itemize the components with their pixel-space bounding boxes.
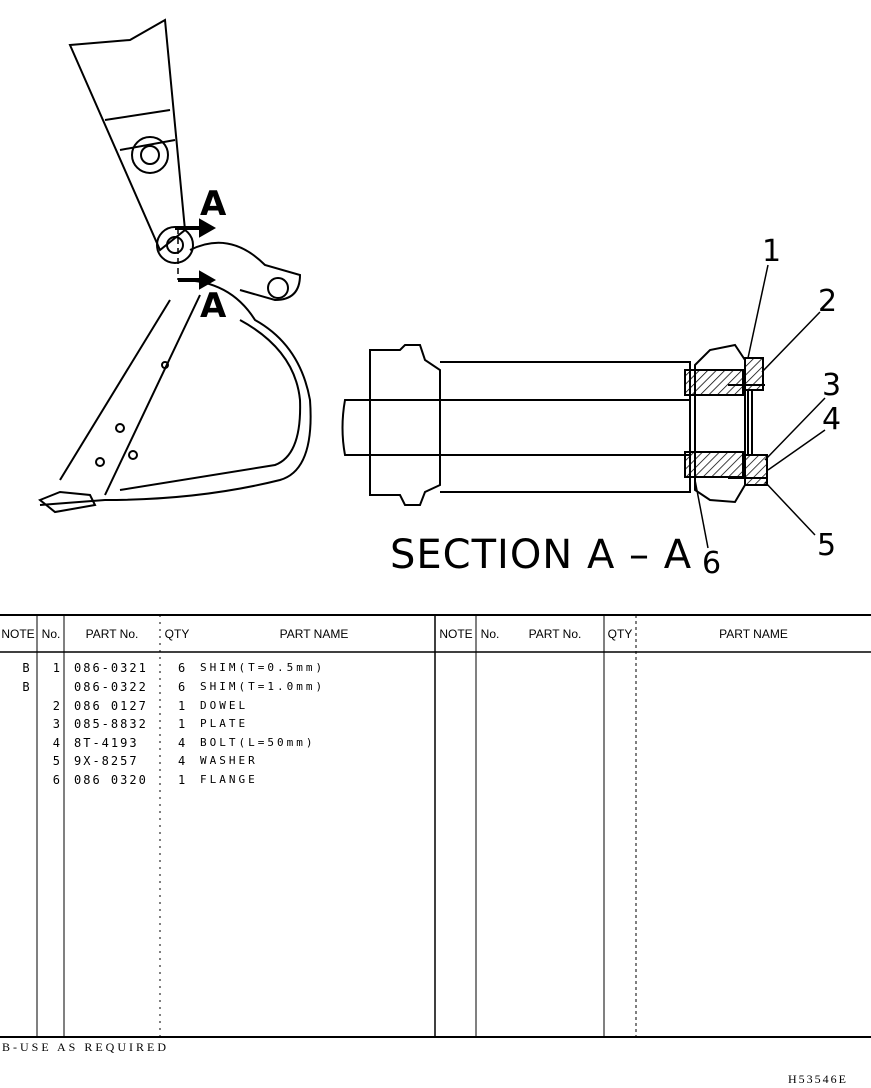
exploded-view-drawing (38, 18, 826, 549)
cell-part-no: 8T-4193 (74, 736, 139, 750)
header-qty-right: QTY (607, 627, 633, 641)
cell-part-name: FLANGE (200, 773, 258, 786)
cell-part-name: WASHER (200, 754, 258, 767)
cell-part-no: 086-0322 (74, 680, 148, 694)
table-row: 6 086 0320 1 FLANGE (0, 773, 440, 791)
cell-qty: 1 (178, 717, 186, 731)
cell-no: 1 (52, 661, 60, 675)
cell-part-name: DOWEL (200, 699, 249, 712)
cell-no: 3 (52, 717, 60, 731)
footnote: B-USE AS REQUIRED (2, 1040, 170, 1054)
cell-note: B (22, 680, 30, 694)
header-part-no: PART No. (85, 627, 139, 641)
table-row: 4 8T-4193 4 BOLT(L=50mm) (0, 736, 440, 754)
header-no-right: No. (480, 627, 500, 641)
cell-qty: 1 (178, 773, 186, 787)
cell-part-name: BOLT(L=50mm) (200, 736, 316, 749)
cell-qty: 6 (178, 680, 186, 694)
cell-qty: 1 (178, 699, 186, 713)
header-note: NOTE (1, 627, 35, 641)
cell-qty: 4 (178, 754, 186, 768)
cell-no: 4 (52, 736, 60, 750)
cell-qty: 4 (178, 736, 186, 750)
cell-no: 6 (52, 773, 60, 787)
table-row: 2 086 0127 1 DOWEL (0, 699, 440, 717)
header-note-right: NOTE (439, 627, 473, 641)
section-letter-top: A (200, 184, 227, 224)
cell-part-name: PLATE (200, 717, 249, 730)
callout-3: 3 (822, 368, 842, 403)
cell-part-no: 086-0321 (74, 661, 148, 675)
cell-part-name: SHIM(T=0.5mm) (200, 661, 326, 674)
cell-qty: 6 (178, 661, 186, 675)
callout-5: 5 (817, 528, 837, 563)
parts-table-grid (0, 614, 871, 1038)
cell-part-no: 9X-8257 (74, 754, 139, 768)
table-row: 5 9X-8257 4 WASHER (0, 754, 440, 772)
callout-4: 4 (822, 402, 842, 437)
table-row: B 1 086-0321 6 SHIM(T=0.5mm) (0, 661, 440, 679)
cell-no: 2 (52, 699, 60, 713)
drawing-code: H53546E (788, 1072, 848, 1086)
cell-no: 5 (52, 754, 60, 768)
header-no: No. (41, 627, 61, 641)
cell-note: B (22, 661, 30, 675)
header-part-name: PART NAME (279, 627, 349, 641)
section-title: SECTION A – A (390, 532, 693, 578)
cell-part-no: 086 0320 (74, 773, 148, 787)
section-letter-bottom: A (200, 286, 227, 326)
cell-part-name: SHIM(T=1.0mm) (200, 680, 326, 693)
header-part-name-right: PART NAME (719, 627, 788, 641)
header-part-no-right: PART No. (528, 627, 582, 641)
header-qty: QTY (164, 627, 190, 641)
callout-6: 6 (702, 546, 722, 581)
callout-1: 1 (762, 234, 782, 269)
table-row: B 086-0322 6 SHIM(T=1.0mm) (0, 680, 440, 698)
table-row: 3 085-8832 1 PLATE (0, 717, 440, 735)
cell-part-no: 086 0127 (74, 699, 148, 713)
cell-part-no: 085-8832 (74, 717, 148, 731)
callout-2: 2 (818, 284, 838, 319)
